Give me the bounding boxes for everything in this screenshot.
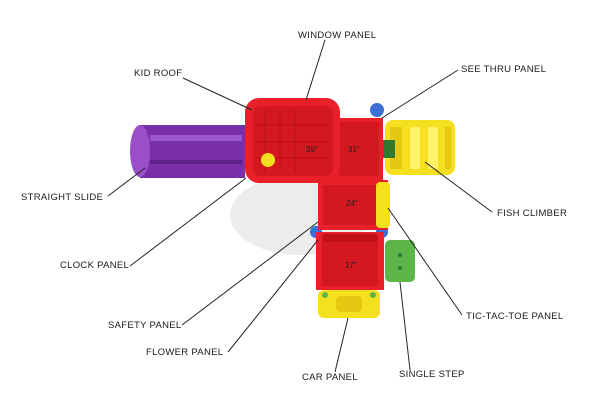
lower-deck: 17" bbox=[316, 232, 384, 290]
leader-lines bbox=[107, 39, 493, 373]
fish-climber bbox=[383, 120, 455, 175]
lower-deck-height: 17" bbox=[345, 261, 357, 270]
upper-deck-height: 31" bbox=[348, 145, 360, 154]
label-flower-panel: FLOWER PANEL bbox=[146, 347, 223, 358]
car-panel bbox=[318, 290, 380, 318]
label-kid-roof: KID ROOF bbox=[134, 68, 182, 79]
label-tic-tac-toe-panel: TIC-TAC-TOE PANEL bbox=[466, 311, 563, 322]
label-straight-slide: STRAIGHT SLIDE bbox=[21, 192, 103, 203]
single-step bbox=[385, 240, 415, 282]
label-car-panel: CAR PANEL bbox=[302, 372, 358, 383]
label-single-step: SINGLE STEP bbox=[399, 369, 465, 380]
kid-roof: 39" bbox=[245, 98, 340, 183]
roof-deck-height: 39" bbox=[306, 145, 318, 154]
straight-slide bbox=[130, 125, 245, 178]
label-fish-climber: FISH CLIMBER bbox=[497, 208, 567, 219]
label-clock-panel: CLOCK PANEL bbox=[60, 260, 129, 271]
upper-deck: 31" bbox=[333, 118, 383, 180]
middle-deck-height: 24" bbox=[346, 199, 358, 208]
middle-deck: 24" bbox=[318, 180, 390, 230]
component-labels: WINDOW PANEL KID ROOF SEE THRU PANEL STR… bbox=[21, 30, 567, 383]
label-see-thru-panel: SEE THRU PANEL bbox=[461, 64, 546, 75]
label-safety-panel: SAFETY PANEL bbox=[108, 320, 181, 331]
label-window-panel: WINDOW PANEL bbox=[298, 30, 376, 41]
